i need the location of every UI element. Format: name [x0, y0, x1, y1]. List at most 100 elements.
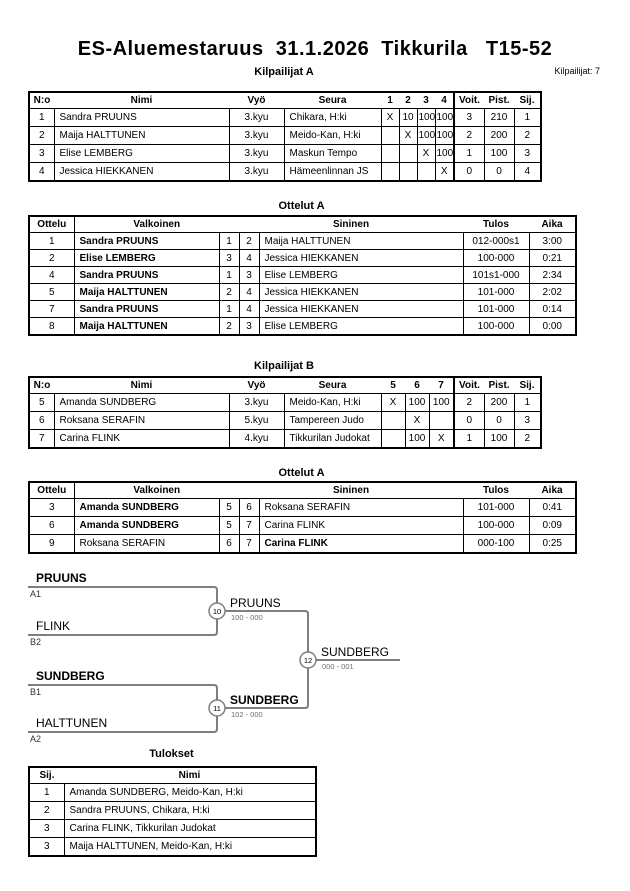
cell-m2: 100 — [404, 393, 430, 412]
cell-time: 0:09 — [528, 516, 577, 535]
cell-club: Meido-Kan, H:ki — [283, 393, 382, 412]
cell-m3: X — [428, 429, 455, 449]
cell-blue: Jessica HIEKKANEN — [258, 300, 464, 318]
cell-m1 — [380, 162, 400, 182]
bracket-winner-name: SUNDBERG — [321, 645, 390, 659]
cell-wins: 3 — [453, 108, 485, 127]
cell-no: 4 — [28, 162, 55, 182]
cell-place: 3 — [28, 819, 65, 838]
cell-white: Amanda SUNDBERG — [73, 516, 220, 535]
bracket-slot-name: SUNDBERG — [36, 669, 105, 683]
cell-match: 3 — [28, 498, 75, 517]
bracket-slot-name: FLINK — [36, 619, 71, 633]
cell-place: 2 — [28, 801, 65, 820]
bracket-match-score: 000 - 001 — [322, 662, 354, 671]
cell-points: 100 — [483, 429, 515, 449]
cell-club: Tikkurilan Judokat — [283, 429, 382, 449]
cell-place: 2 — [513, 429, 542, 449]
col-wins: Voit. — [453, 92, 484, 109]
cell-belt: 3.kyu — [228, 126, 285, 145]
results-header-row: Sij. Nimi — [29, 767, 316, 784]
cell-blue: Elise LEMBERG — [258, 266, 464, 284]
cell-white-no: 5 — [218, 516, 240, 535]
cell-place: 3 — [28, 837, 65, 857]
table-row: 2 Sandra PRUUNS, Chikara, H:ki — [28, 801, 317, 820]
bracket-slot-name: HALTTUNEN — [36, 716, 108, 730]
col-white: Valkoinen — [74, 216, 239, 233]
cell-belt: 4.kyu — [228, 429, 285, 449]
cell-white: Maija HALTTUNEN — [73, 317, 220, 336]
final-bracket: PRUUNS A1 FLINK B2 SUNDBERG B1 HALTTUNEN… — [0, 570, 630, 755]
cell-wins: 2 — [453, 126, 485, 145]
table-row: 7 Carina FLINK 4.kyu Tikkurilan Judokat … — [28, 429, 542, 449]
cell-blue-no: 3 — [238, 266, 260, 284]
cell-points: 210 — [483, 108, 515, 127]
bracket-winner-name: PRUUNS — [230, 596, 281, 610]
cell-result: 000-100 — [462, 534, 530, 554]
cell-time: 0:14 — [528, 300, 577, 318]
cell-blue: Roksana SERAFIN — [258, 498, 464, 517]
match-number-badge: 12 — [303, 656, 313, 665]
bracket-match-score: 102 - 000 — [231, 710, 263, 719]
cell-blue-no: 4 — [238, 249, 260, 267]
cell-white: Roksana SERAFIN — [73, 534, 220, 554]
cell-name: Maija HALTTUNEN, Meido-Kan, H:ki — [63, 837, 317, 857]
table-row: 9 Roksana SERAFIN 6 7 Carina FLINK 000-1… — [28, 534, 577, 554]
cell-m3: 100 — [416, 108, 436, 127]
cell-belt: 5.kyu — [228, 411, 285, 430]
bracket-lines — [28, 586, 400, 733]
table-row: 3 Amanda SUNDBERG 5 6 Roksana SERAFIN 10… — [28, 498, 577, 517]
table-row: 2 Maija HALTTUNEN 3.kyu Meido-Kan, H:ki … — [28, 126, 542, 145]
col-m1: 5 — [381, 377, 405, 394]
competitors-count: Kilpailijat: 7 — [554, 66, 600, 76]
bracket-slot-name: PRUUNS — [36, 571, 87, 585]
cell-time: 0:00 — [528, 317, 577, 336]
cell-wins: 1 — [453, 429, 485, 449]
pool-b-title: Kilpailijat B — [254, 360, 314, 372]
pool-b-table: N:o Nimi Vyö Seura 5 6 7 Voit. Pist. Sij… — [28, 376, 542, 449]
col-time: Aika — [529, 216, 576, 233]
table-row: 5 Maija HALTTUNEN 2 4 Jessica HIEKKANEN … — [28, 283, 577, 301]
cell-m2: X — [404, 411, 430, 430]
col-time: Aika — [529, 482, 576, 499]
cell-result: 100-000 — [462, 249, 530, 267]
cell-blue-no: 4 — [238, 283, 260, 301]
table-row: 6 Amanda SUNDBERG 5 7 Carina FLINK 100-0… — [28, 516, 577, 535]
cell-match: 6 — [28, 516, 75, 535]
cell-white-no: 1 — [218, 266, 240, 284]
cell-name: Sandra PRUUNS — [53, 108, 230, 127]
cell-blue: Jessica HIEKKANEN — [258, 283, 464, 301]
cell-white-no: 2 — [218, 283, 240, 301]
cell-points: 100 — [483, 144, 515, 163]
table-row: 8 Maija HALTTUNEN 2 3 Elise LEMBERG 100-… — [28, 317, 577, 336]
cell-m2: 100 — [404, 429, 430, 449]
table-row: 4 Sandra PRUUNS 1 3 Elise LEMBERG 101s1-… — [28, 266, 577, 284]
cell-result: 101-000 — [462, 283, 530, 301]
cell-wins: 2 — [453, 393, 485, 412]
cell-m2 — [398, 144, 418, 163]
cell-no: 5 — [28, 393, 55, 412]
col-m2: 6 — [405, 377, 429, 394]
cell-points: 200 — [483, 393, 515, 412]
cell-blue-no: 2 — [238, 232, 260, 250]
col-name: Nimi — [54, 92, 229, 109]
cell-name: Roksana SERAFIN — [53, 411, 230, 430]
cell-time: 2:02 — [528, 283, 577, 301]
cell-m3: X — [416, 144, 436, 163]
page-title: ES-Aluemestaruus 31.1.2026 Tikkurila T15… — [77, 38, 553, 60]
cell-name: Sandra PRUUNS, Chikara, H:ki — [63, 801, 317, 820]
cell-no: 3 — [28, 144, 55, 163]
matches-a-header-row: Ottelu Valkoinen Sininen Tulos Aika — [29, 216, 576, 233]
cell-place: 1 — [513, 108, 542, 127]
cell-no: 1 — [28, 108, 55, 127]
bracket-slot-seed: B1 — [30, 687, 42, 697]
cell-m4: 100 — [434, 126, 455, 145]
col-match: Ottelu — [29, 482, 75, 499]
cell-no: 7 — [28, 429, 55, 449]
cell-white-no: 6 — [218, 534, 240, 554]
cell-blue-no: 7 — [238, 534, 260, 554]
col-m2: 2 — [399, 92, 417, 109]
cell-club: Meido-Kan, H:ki — [283, 126, 382, 145]
cell-blue-no: 4 — [238, 300, 260, 318]
cell-m4: 100 — [434, 144, 455, 163]
